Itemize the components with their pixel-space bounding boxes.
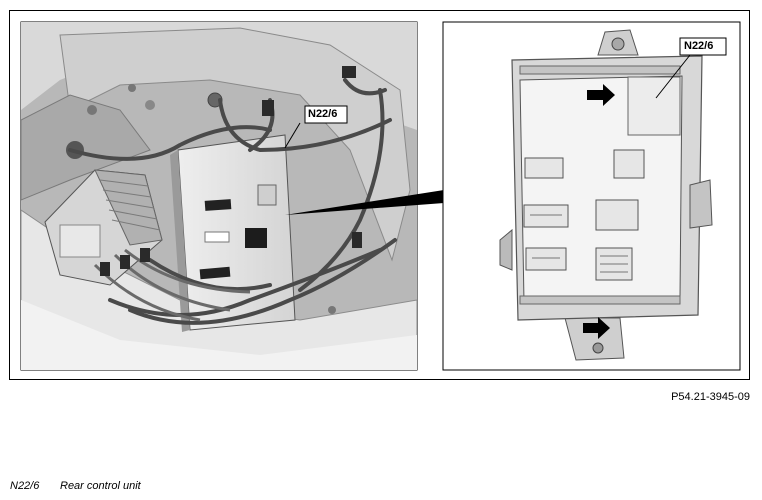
callout-label-right: N22/6 [684, 40, 714, 52]
legend-entry: N22/6 Rear control unit [10, 480, 141, 492]
figure-code: P54.21-3945-09 [671, 391, 750, 403]
callout-label-left: N22/6 [308, 108, 338, 120]
right-detail-panel [442, 21, 741, 371]
legend-code: N22/6 [10, 480, 40, 492]
arrow-icon [583, 317, 610, 339]
left-detail-panel [20, 21, 418, 371]
technical-illustration [20, 21, 741, 371]
magnifier-pointer [285, 190, 444, 215]
arrow-icon [587, 84, 615, 106]
legend-description: Rear control unit [60, 480, 141, 492]
